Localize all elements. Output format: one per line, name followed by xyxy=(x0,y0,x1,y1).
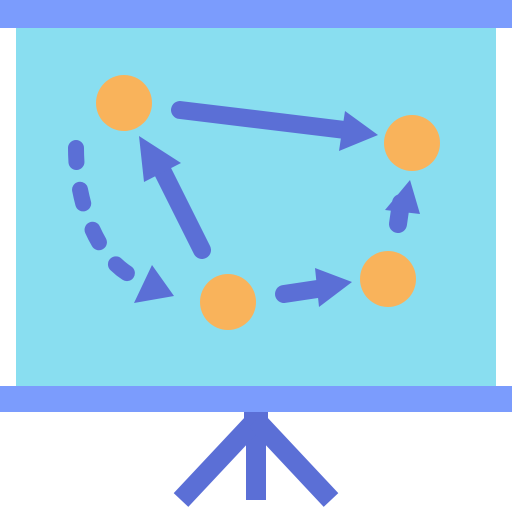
arrow-top-head xyxy=(339,111,378,151)
node-top-left xyxy=(96,75,152,131)
strategy-nodes xyxy=(96,75,440,330)
arrow-bottom-head xyxy=(315,268,352,307)
strategy-arrows xyxy=(68,101,420,307)
arrow-top-shaft xyxy=(171,101,354,139)
stand-leg-right xyxy=(248,413,339,507)
arrow-diagonal-head xyxy=(139,136,181,182)
node-top-right xyxy=(384,115,440,171)
top-rail xyxy=(0,0,512,28)
arrow-diagonal-shaft xyxy=(153,161,211,259)
bottom-rail xyxy=(0,386,512,412)
node-bottom-center xyxy=(200,274,256,330)
node-bottom-right xyxy=(360,251,416,307)
stand-leg-left xyxy=(173,413,264,507)
arrow-dashed-path xyxy=(68,140,138,283)
arrow-dashed-head xyxy=(134,265,174,303)
arrow-up-head xyxy=(385,180,420,214)
